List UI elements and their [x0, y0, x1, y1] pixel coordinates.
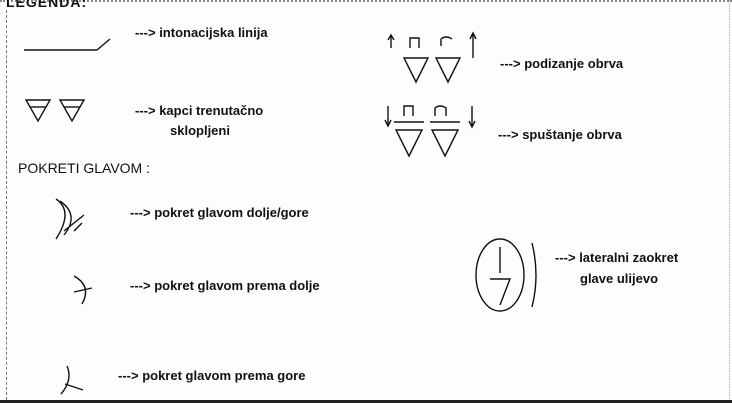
head-movements-heading: POKRETI GLAVOM : — [18, 160, 150, 176]
head-down-up-label: ---> pokret glavom dolje/gore — [130, 205, 309, 220]
head-down-icon — [73, 275, 93, 305]
brow-lower-icon — [384, 105, 476, 158]
top-border — [0, 0, 732, 6]
head-lateral-turn-icon — [475, 238, 537, 312]
brow-raise-label: ---> podizanje obrva — [500, 56, 624, 71]
eyelids-closed-label-2: sklopljeni — [170, 123, 230, 138]
lateral-turn-label-2: glave ulijevo — [580, 271, 659, 286]
eyelids-closed-label-1: ---> kapci trenutačno — [135, 103, 264, 118]
left-border — [6, 10, 9, 400]
head-down-up-icon — [55, 198, 85, 240]
eyelids-closed-icon — [24, 99, 86, 123]
bottom-border — [0, 396, 732, 403]
right-border — [727, 0, 730, 403]
lateral-turn-label-1: ---> lateralni zaokret — [555, 250, 679, 265]
head-up-icon — [60, 365, 84, 395]
head-up-label: ---> pokret glavom prema gore — [118, 368, 306, 383]
intonation-line-icon — [24, 38, 111, 51]
legend-heading: LEGENDA: — [6, 0, 88, 10]
brow-lower-label: ---> spuštanje obrva — [498, 127, 622, 142]
intonation-line-label: ---> intonacijska linija — [135, 25, 268, 40]
head-down-label: ---> pokret glavom prema dolje — [130, 278, 320, 293]
brow-raise-icon — [387, 31, 477, 84]
